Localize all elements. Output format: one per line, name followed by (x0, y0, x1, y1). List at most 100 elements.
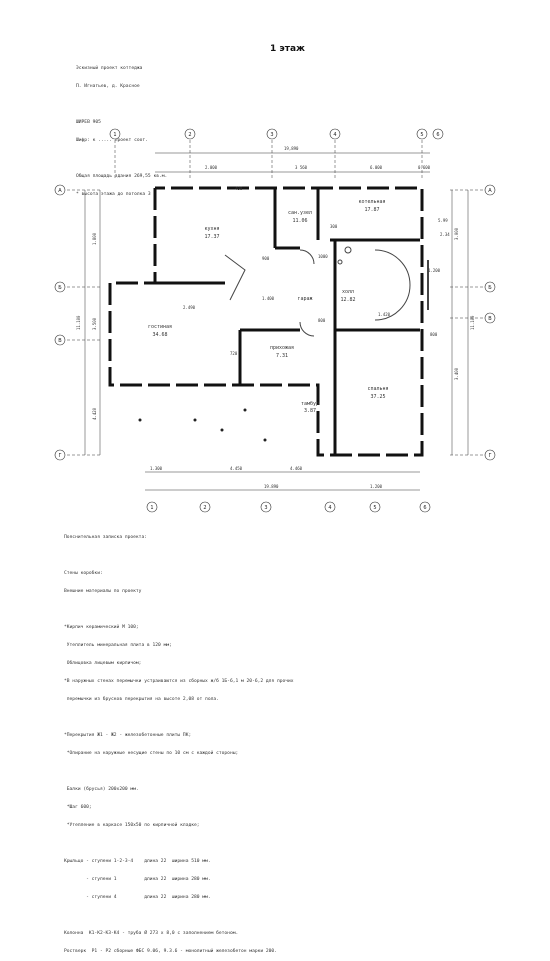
dim-inner: 1000 (318, 254, 328, 259)
note-line: *Шаг 600; (64, 805, 92, 810)
note-line: Стены коробки: (64, 571, 103, 576)
axis-label-top: 1 (113, 132, 116, 138)
dim-seg-top: 6.000 (370, 165, 383, 170)
dim-overall-left: 11.100 (76, 315, 81, 330)
axis-label-bottom: 3 (264, 505, 267, 511)
dim-seg-left: 4.420 (92, 407, 97, 420)
axis-label-top: 4 (333, 132, 336, 138)
note-line: Ростверк Р1 - Р2 сборные ФБС 9.06, 9.3.6… (64, 949, 277, 954)
axis-label-right: В (488, 316, 492, 322)
dim-inner: 300 (330, 224, 338, 229)
room-name: гостиная (148, 324, 172, 330)
dim-seg-top: 3 560 (295, 165, 308, 170)
axis-label-left: Б (58, 285, 62, 291)
axis-label-top: 6 (436, 132, 439, 138)
room-area: 3.87 (304, 408, 316, 414)
dim-inner: 5.99 (438, 218, 448, 223)
room-name: гараж (297, 296, 312, 302)
dim-seg-right: 3.000 (454, 227, 459, 240)
room-area: 12.82 (340, 297, 355, 303)
axis-label-right: Г (488, 453, 491, 459)
axis-label-left: А (58, 188, 62, 194)
note-line: - ступени 4 длина 22 ширина 280 мм. (64, 895, 211, 900)
axis-label-bottom: 4 (328, 505, 331, 511)
dim-inner: 1.400 (262, 296, 275, 301)
dim-seg-top: 2.000 (205, 165, 218, 170)
porch-columns (138, 408, 267, 442)
note-line (64, 607, 294, 613)
notes-block: Пояснительная записка проекта: Стены кор… (64, 523, 294, 961)
dim-seg-bottom: 4.460 (290, 466, 303, 471)
note-line: перемычки из брусков перекрытия на высот… (64, 697, 219, 702)
note-line: Балки (брусья) 200х200 мм. (64, 787, 139, 792)
room-name: прихожая (270, 345, 294, 351)
dim-seg-top: 0.600 (418, 165, 431, 170)
dim-inner: 800 (430, 332, 438, 337)
dim-inner: 720 (230, 351, 238, 356)
room-area: 17.87 (364, 207, 379, 213)
room-area: 17.37 (204, 234, 219, 240)
thin-details (224, 246, 429, 337)
dim-inner: 400 (235, 186, 243, 191)
axis-label-left: Г (58, 453, 61, 459)
axis-label-top: 5 (420, 132, 423, 138)
note-line (64, 715, 294, 721)
note-line: Колонна К1-К2-К3-К4 - труба Ø 273 х 8,0 … (64, 931, 239, 936)
dimension-lines (62, 140, 490, 491)
dim-overall-bottom: 19.890 (264, 484, 279, 489)
note-line: Утеплитель минеральная плита в 120 мм; (64, 643, 172, 648)
room-area: 7.31 (276, 353, 288, 359)
dim-seg-right: 3.400 (454, 367, 459, 380)
axis-markers (54, 128, 496, 513)
note-line: *Перекрытия Ж1 - Ж2 - железобетонные пли… (64, 733, 192, 738)
dim-overall-top: 19,890 (284, 146, 299, 151)
note-line (64, 841, 294, 847)
axis-label-top: 3 (270, 132, 273, 138)
note-line: - ступени 1 длина 22 ширина 280 мм. (64, 877, 211, 882)
note-line: *Утепление в каркасе 150х50 по кирпичной… (64, 823, 200, 828)
note-line: *Кирпич керамический М 100; (64, 625, 139, 630)
room-name: тамбур (301, 400, 319, 407)
dim-overall-right: 11.100 (470, 315, 475, 330)
dim-seg-bottom: 4.450 (230, 466, 243, 471)
dim-inner: 800 (318, 318, 326, 323)
note-line: Внешние материалы по проекту (64, 589, 142, 594)
note-line: Облицовка лицевым кирпичом; (64, 661, 142, 666)
axis-label-left: В (58, 338, 62, 344)
room-name: сан.узел (288, 210, 312, 216)
dim-seg-left: 3.500 (92, 317, 97, 330)
room-name: холл (342, 289, 354, 295)
header-line: Общая площадь здания 269,55 кв.м. (76, 174, 168, 179)
axis-label-bottom: 6 (423, 505, 426, 511)
axis-label-bottom: 1 (150, 505, 153, 511)
header-line: П. Игнатьев, д. Красное (76, 84, 140, 89)
room-area: 11.06 (292, 218, 307, 224)
note-line (64, 769, 294, 775)
room-area: 34.68 (152, 332, 167, 338)
note-line: *Опирание на наружные несущие стены по 1… (64, 751, 239, 756)
room-name: кухня (204, 226, 219, 232)
room-area: 37.25 (370, 394, 385, 400)
note-line (64, 553, 294, 559)
note-line: Крыльцо - ступени 1-2-3-4 длина 22 ширин… (64, 859, 211, 864)
walls (108, 186, 424, 457)
header-line: Шифр: к ..... проект соот. (76, 138, 148, 143)
header-line: Эскизный проект коттеджа (76, 66, 143, 71)
room-name: спальня (367, 386, 388, 392)
dim-seg-left: 1.800 (92, 232, 97, 245)
dim-inner: 1.420 (378, 312, 391, 317)
dim-inner: 2.34 (440, 232, 450, 237)
note-line: *В наружных стенах перемычки устраиваютс… (64, 679, 294, 684)
project-header: Эскизный проект коттеджа П. Игнатьев, д.… (76, 54, 167, 204)
axis-label-right: Б (488, 285, 492, 291)
note-line (64, 913, 294, 919)
floor-title: 1 этаж (270, 44, 305, 54)
dim-inner: 1.200 (428, 268, 441, 273)
note-line: Пояснительная записка проекта: (64, 535, 147, 540)
dim-inner: 2.490 (183, 305, 196, 310)
header-line: * высота этажа до потолка 3 (76, 192, 151, 197)
dim-seg-bottom: 1.200 (370, 484, 383, 489)
axis-label-bottom: 2 (203, 505, 206, 511)
floor-plan: кухня 17.37 сан.узел 11.06 котельная 17.… (54, 128, 496, 513)
axis-label-top: 2 (188, 132, 191, 138)
